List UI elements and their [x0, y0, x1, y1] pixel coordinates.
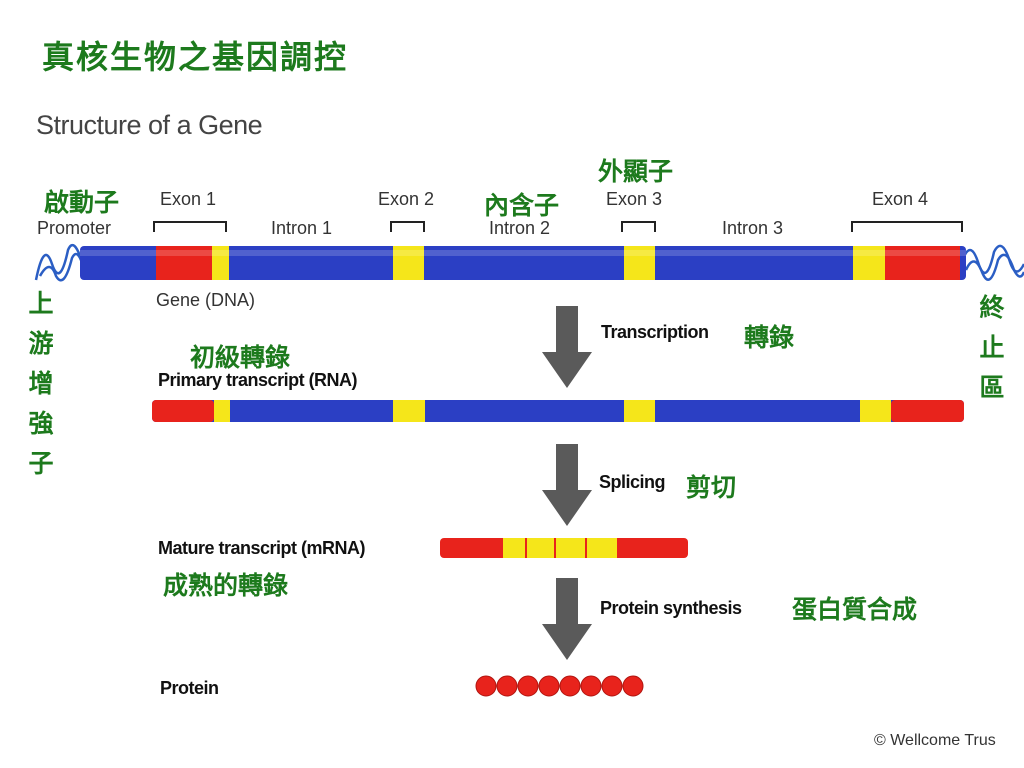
- primary-transcript-label: Primary transcript (RNA): [158, 370, 358, 390]
- zh-mature-transcript-label: 成熟的轉錄: [163, 571, 289, 600]
- dna-exon-2: [393, 246, 424, 280]
- enhancer-char: 強: [28, 409, 54, 438]
- zh-exon-label: 外顯子: [598, 157, 674, 186]
- dna-exon-4: [885, 246, 960, 280]
- rna-exon-1: [152, 400, 214, 422]
- dna-exon-1: [156, 246, 212, 280]
- exon-1-bracket: [153, 221, 227, 232]
- mature-transcript-bar: [440, 538, 688, 558]
- exon-4-label: Exon 4: [872, 189, 929, 209]
- exon-2-label: Exon 2: [378, 189, 435, 209]
- mature-transcript-label: Mature transcript (mRNA): [158, 538, 366, 558]
- rna-exon-2: [393, 400, 425, 422]
- splicing-arrow: [542, 444, 592, 526]
- rna-exon-1-utr: [214, 400, 230, 422]
- amino-acid-bead: [559, 675, 581, 697]
- exon-3-label: Exon 3: [606, 189, 663, 209]
- zh-terminator-label: 終 止 區: [977, 288, 1007, 408]
- transcription-label: Transcription: [601, 322, 709, 342]
- amino-acid-bead: [622, 675, 644, 697]
- intron-1-label: Intron 1: [271, 218, 333, 238]
- copyright-notice: © Wellcome Trus: [874, 732, 996, 749]
- exon-3-bracket: [621, 221, 656, 232]
- rna-exon-4: [891, 400, 964, 422]
- exon-4-bracket: [851, 221, 963, 232]
- protein-synthesis-arrow: [542, 578, 592, 660]
- enhancer-char: 上: [28, 289, 54, 318]
- dna-exon-1-utr: [212, 246, 229, 280]
- intron-3-label: Intron 3: [722, 218, 784, 238]
- zh-primary-transcript-label: 初級轉錄: [190, 343, 291, 372]
- zh-protein-synthesis-label: 蛋白質合成: [792, 595, 918, 624]
- amino-acid-bead: [538, 675, 560, 697]
- enhancer-char: 增: [28, 369, 54, 398]
- transcription-arrow: [542, 306, 592, 388]
- rna-exon-3: [624, 400, 655, 422]
- enhancer-char: 子: [28, 449, 54, 478]
- diagram-subtitle: Structure of a Gene: [36, 110, 263, 140]
- zh-promoter-label: 啟動子: [44, 188, 120, 217]
- primary-transcript-bar: [152, 400, 964, 422]
- splicing-label: Splicing: [599, 472, 666, 492]
- amino-acid-bead: [475, 675, 497, 697]
- zh-intron-label: 內含子: [484, 191, 560, 220]
- slide-title: 真核生物之基因調控: [42, 38, 349, 76]
- terminator-char: 區: [979, 373, 1005, 402]
- intron-2-label: Intron 2: [489, 218, 551, 238]
- amino-acid-bead: [517, 675, 539, 697]
- terminator-char: 終: [979, 293, 1005, 322]
- dna-helix-left: [34, 243, 86, 282]
- gene-dna-bar: [80, 246, 966, 280]
- rna-exon-4-utr: [860, 400, 891, 422]
- gene-dna-label: Gene (DNA): [156, 290, 256, 310]
- terminator-char: 止: [979, 333, 1005, 362]
- protein-synthesis-label: Protein synthesis: [600, 598, 742, 618]
- dna-helix-right: [960, 244, 1024, 281]
- amino-acid-bead: [601, 675, 623, 697]
- exon-2-bracket: [390, 221, 425, 232]
- exon-1-label: Exon 1: [160, 189, 217, 209]
- amino-acid-bead: [580, 675, 602, 697]
- enhancer-char: 游: [28, 329, 54, 358]
- promoter-label: Promoter: [37, 218, 112, 238]
- rna-intron-backbone: [152, 400, 964, 422]
- protein-label: Protein: [160, 678, 219, 698]
- dna-exon-3: [624, 246, 655, 280]
- zh-splicing-label: 剪切: [686, 473, 737, 502]
- zh-transcription-label: 轉錄: [744, 323, 795, 352]
- amino-acid-bead: [496, 675, 518, 697]
- dna-intron-backbone: [80, 246, 966, 280]
- zh-upstream-enhancer-label: 上 游 增 強 子: [26, 284, 56, 484]
- dna-exon-4-utr: [853, 246, 885, 280]
- protein-chain: [475, 675, 644, 697]
